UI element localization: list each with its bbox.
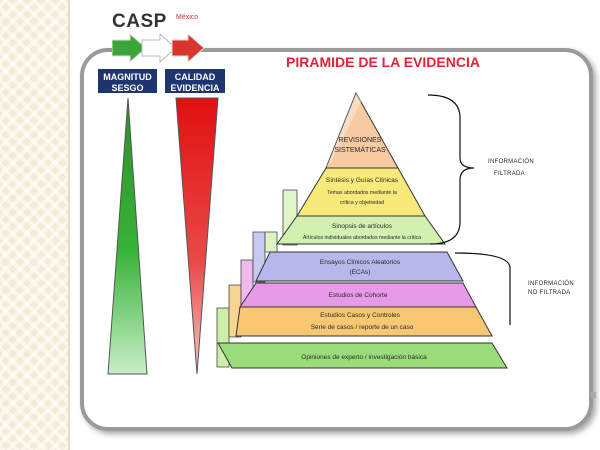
sidebar-edge (68, 0, 70, 450)
scroll-indicator (591, 392, 596, 398)
label-informacion-filtrada: INFORMACIÓN FILTRADA (488, 158, 534, 179)
magnitud-sesgo-label: MAGNITUD SESGO (98, 69, 157, 93)
filtrada-line2: FILTRADA (494, 171, 525, 177)
slide-sidebar-pattern (0, 0, 68, 450)
magnitud-label-line1: MAGNITUD (103, 72, 152, 82)
level-ensayos-line2: (ECAs) (350, 269, 371, 276)
level-sinopsis-line1: Sinopsis de artículos (332, 223, 393, 230)
calidad-evidencia-label: CALIDAD EVIDENCIA (165, 69, 225, 93)
magnitud-triangle (107, 97, 148, 375)
level-sintesis-line1: Síntesis y Guías Clínicas (326, 177, 399, 184)
magnitud-label-line2: SESGO (111, 83, 144, 93)
level-revisiones-line1: REVISIONES (339, 137, 382, 144)
casp-logo: CASP México (108, 11, 212, 72)
page-title: PIRAMIDE DE LA EVIDENCIA (286, 54, 480, 70)
level-sintesis-line2: Temas abordados mediante la (327, 190, 397, 196)
filtrada-line1: INFORMACIÓN (488, 159, 534, 165)
logo-country: México (176, 14, 199, 21)
level-sinopsis-line2: Artículos individuales abordados mediant… (303, 235, 421, 241)
logo-name: CASP (112, 11, 167, 32)
level-cohorte-line1: Estudios de Cohorte (329, 292, 388, 299)
bracket-filtrada (427, 94, 475, 245)
bracket-no-filtrada (454, 252, 511, 325)
calidad-triangle (175, 97, 219, 375)
level-casos-line2: Serie de casos / reporte de un caso (311, 324, 414, 331)
level-opiniones-line1: Opiniones de experto / investigación bás… (301, 354, 427, 361)
no-filtrada-line1: INFORMACIÓN (528, 281, 574, 287)
level-sintesis-line3: crítica y objetividad (340, 200, 384, 206)
level-ensayos (255, 251, 464, 282)
level-cohorte (239, 282, 477, 308)
level-revisiones (325, 91, 399, 169)
level-casos-line1: Estudios Casos y Controles (320, 312, 401, 319)
calidad-label-line2: EVIDENCIA (170, 83, 220, 93)
pyramid-apex-shade (326, 93, 362, 168)
no-filtrada-line2: NO FILTRADA (528, 290, 571, 296)
label-informacion-no-filtrada: INFORMACIÓN NO FILTRADA (528, 280, 574, 298)
calidad-label-line1: CALIDAD (174, 72, 216, 82)
level-opiniones (217, 342, 508, 369)
logo-arrows-icon (112, 34, 205, 64)
level-revisiones-line2: SISTEMÁTICAS (334, 145, 386, 154)
level-ensayos-line1: Ensayos Clínicos Aleatorios (320, 259, 401, 266)
